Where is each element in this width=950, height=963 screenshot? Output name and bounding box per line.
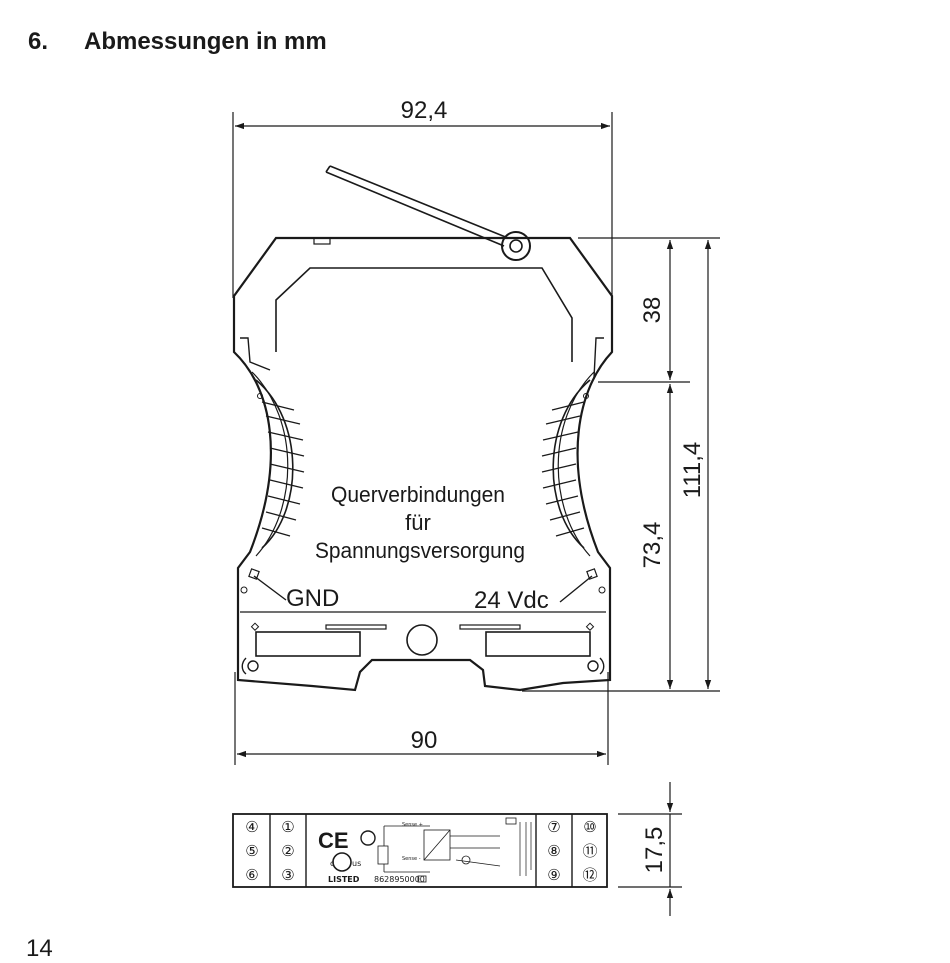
sense-minus-label: Sense -: [402, 856, 421, 862]
dim-width-top: 92,4: [232, 97, 613, 298]
page-number: 14: [26, 935, 53, 962]
sense-plus-label: Sense +: [402, 822, 423, 828]
terminal-4: ④: [245, 818, 258, 836]
dim-height-total-label: 111,4: [679, 442, 706, 499]
gnd-label: GND: [286, 585, 339, 612]
cross-connect-label-2: für: [405, 510, 431, 535]
terminal-10: ⑩: [583, 818, 596, 836]
terminal-5: ⑤: [245, 842, 258, 860]
cross-connect-label-3: Spannungsversorgung: [315, 538, 525, 563]
terminal-9: ⑨: [547, 866, 560, 884]
terminal-12: ⑫: [582, 866, 597, 884]
dim-depth: 17,5: [618, 782, 682, 916]
section-title: Abmessungen in mm: [84, 28, 327, 55]
terminal-8: ⑧: [547, 842, 560, 860]
article-number: 8628950000: [374, 875, 425, 884]
listed-label: LISTED: [328, 875, 360, 884]
terminal-7: ⑦: [547, 818, 560, 836]
ce-mark: CE: [318, 828, 349, 853]
front-panel-view: ④ ⑤ ⑥ ① ② ③ ⑦ ⑧ ⑨ ⑩ ⑪ ⑫ CE c us LISTED: [232, 813, 608, 888]
dim-depth-label: 17,5: [641, 827, 668, 874]
dim-width-bottom: 90: [234, 672, 609, 765]
ul-prefix: c: [330, 859, 334, 868]
terminal-3: ③: [281, 866, 294, 884]
dim-width-bottom-label: 90: [411, 727, 438, 754]
supply-label: 24 Vdc: [474, 587, 549, 614]
section-number: 6.: [28, 28, 49, 55]
circuit-schematic: [377, 817, 517, 873]
ul-suffix: us: [352, 859, 361, 868]
housing-side-view: [232, 165, 614, 692]
cross-connect-label-1: Querverbindungen: [331, 482, 505, 507]
terminal-1: ①: [281, 818, 294, 836]
cul-us-icon: [332, 852, 352, 872]
ul-recognized-icon: [360, 830, 376, 846]
dim-height-upper-label: 38: [639, 297, 666, 324]
dim-heights: 38 73,4 111,4: [522, 237, 720, 692]
terminal-11: ⑪: [582, 842, 597, 860]
housing-labels: Querverbindungen für Spannungsversorgung…: [286, 482, 549, 614]
terminal-6: ⑥: [245, 866, 258, 884]
section-heading: 6. Abmessungen in mm: [28, 28, 327, 56]
terminal-2: ②: [281, 842, 294, 860]
dim-width-top-label: 92,4: [401, 97, 448, 124]
dim-height-lower-label: 73,4: [639, 522, 666, 569]
